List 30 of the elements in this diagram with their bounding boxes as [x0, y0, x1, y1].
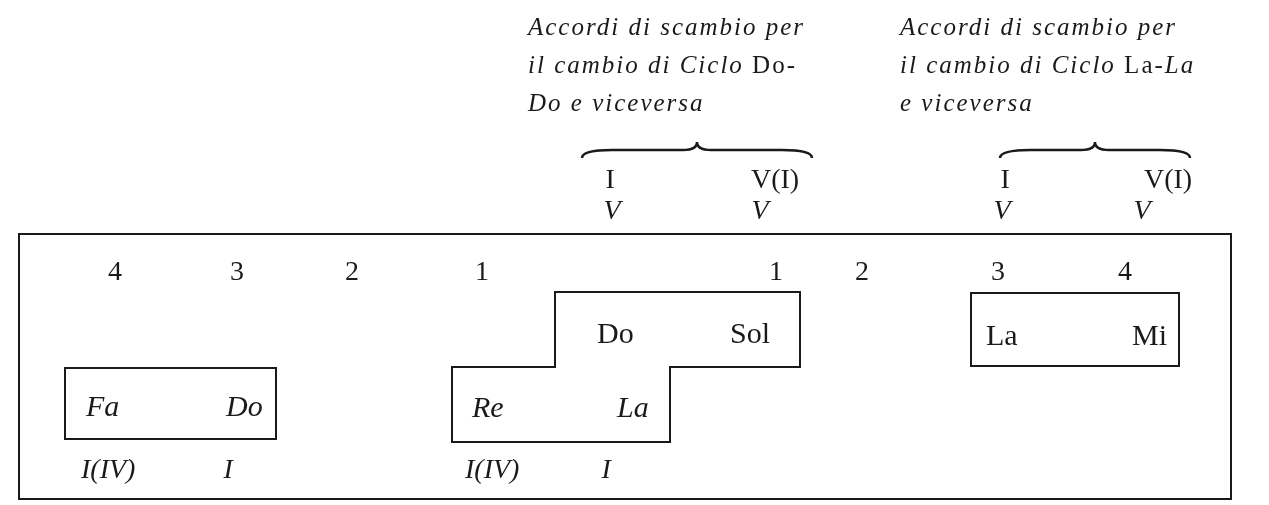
note-name: Do — [226, 391, 263, 421]
note-name: Fa — [86, 391, 120, 421]
note-name: Sol — [730, 318, 771, 348]
chord-box — [64, 367, 277, 440]
column-number: 3 — [230, 257, 244, 285]
table-frame — [18, 233, 1232, 500]
roman-numeral: I — [601, 455, 611, 483]
column-number: 4 — [108, 257, 122, 285]
note-name: Mi — [1132, 320, 1167, 350]
roman-numeral: I(IV) — [81, 455, 136, 483]
note-name: La — [986, 320, 1018, 350]
column-number: 2 — [855, 257, 869, 285]
roman-numeral: I — [223, 455, 233, 483]
stepped-box — [452, 292, 800, 442]
note-name: Re — [472, 392, 504, 422]
note-name: La — [617, 392, 649, 422]
column-number: 4 — [1118, 257, 1132, 285]
caption-text: Accordi di scambio per il cambio di Ciclo Do-Do e viceversa — [528, 12, 807, 118]
roman-numeral: I — [1000, 165, 1010, 193]
caption-text: Accordi di scambio per il cambio di Ciclo La-La e viceversa — [900, 12, 1197, 118]
note-name: Do — [597, 318, 634, 348]
column-number: 1 — [475, 257, 489, 285]
chord-box — [970, 292, 1180, 367]
roman-numeral: I — [605, 165, 615, 193]
column-number: 1 — [769, 257, 783, 285]
column-number: 3 — [991, 257, 1005, 285]
roman-numeral: V(I) — [1144, 165, 1193, 193]
column-number: 2 — [345, 257, 359, 285]
roman-numeral: I(IV) — [465, 455, 520, 483]
roman-numeral: V(I) — [751, 165, 800, 193]
